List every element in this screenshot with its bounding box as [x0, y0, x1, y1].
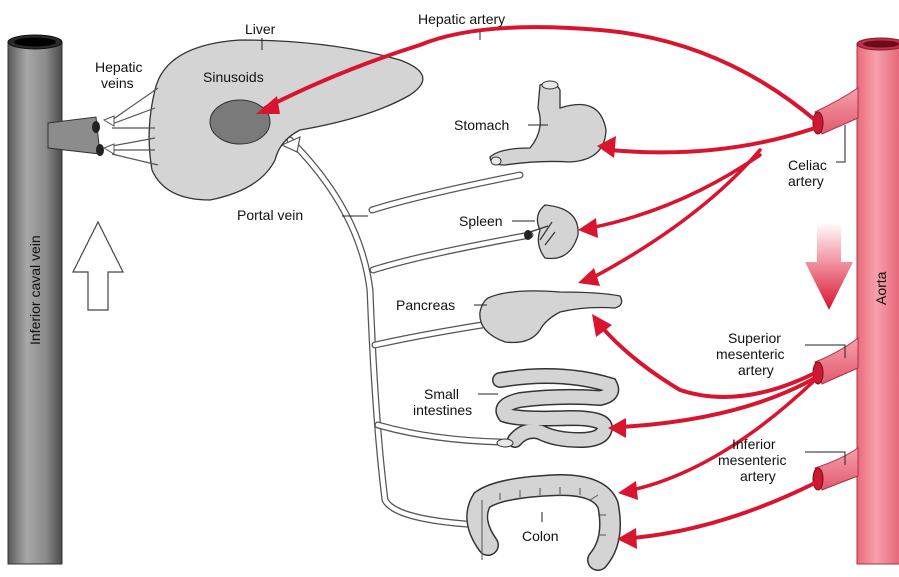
- small-intestines-label-line2: intestines: [413, 402, 472, 418]
- superior-mesenteric-label-line3: artery: [738, 362, 774, 378]
- spleen: [524, 205, 578, 259]
- liver-label: Liver: [245, 21, 276, 37]
- pancreas-label: Pancreas: [396, 297, 455, 313]
- upward-flow-arrow-icon: [73, 222, 123, 310]
- small-intestines-label-line1: Small: [424, 386, 459, 402]
- hepatic-veins-label-line1: Hepatic: [95, 59, 142, 75]
- sinusoids-label: Sinusoids: [203, 69, 264, 85]
- inferior-caval-vein-label: Inferior caval vein: [27, 235, 43, 345]
- inferior-mesenteric-label-line3: artery: [740, 468, 776, 484]
- celiac-artery-label-line1: Celiac: [788, 157, 827, 173]
- inferior-mesenteric-label-line2: mesenteric: [718, 452, 786, 468]
- spleen-label: Spleen: [459, 213, 503, 229]
- hepatic-veins-label-line2: veins: [101, 75, 134, 91]
- colon-label: Colon: [522, 528, 559, 544]
- inferior-mesenteric-label-line1: Inferior: [732, 436, 776, 452]
- liver: [149, 40, 423, 200]
- celiac-artery-label-line2: artery: [788, 173, 824, 189]
- portal-vein-label: Portal vein: [237, 207, 303, 223]
- pancreas: [480, 291, 622, 343]
- superior-mesenteric-label-line1: Superior: [728, 330, 781, 346]
- stomach-label: Stomach: [454, 117, 509, 133]
- superior-mesenteric-label-line2: mesenteric: [716, 346, 784, 362]
- aorta-label: Aorta: [873, 271, 889, 305]
- small-intestines: [497, 376, 611, 447]
- hepatic-artery-label: Hepatic artery: [418, 11, 505, 27]
- colon: [477, 485, 610, 560]
- downward-flow-arrow-icon: [805, 222, 853, 310]
- sinusoids: [210, 100, 270, 144]
